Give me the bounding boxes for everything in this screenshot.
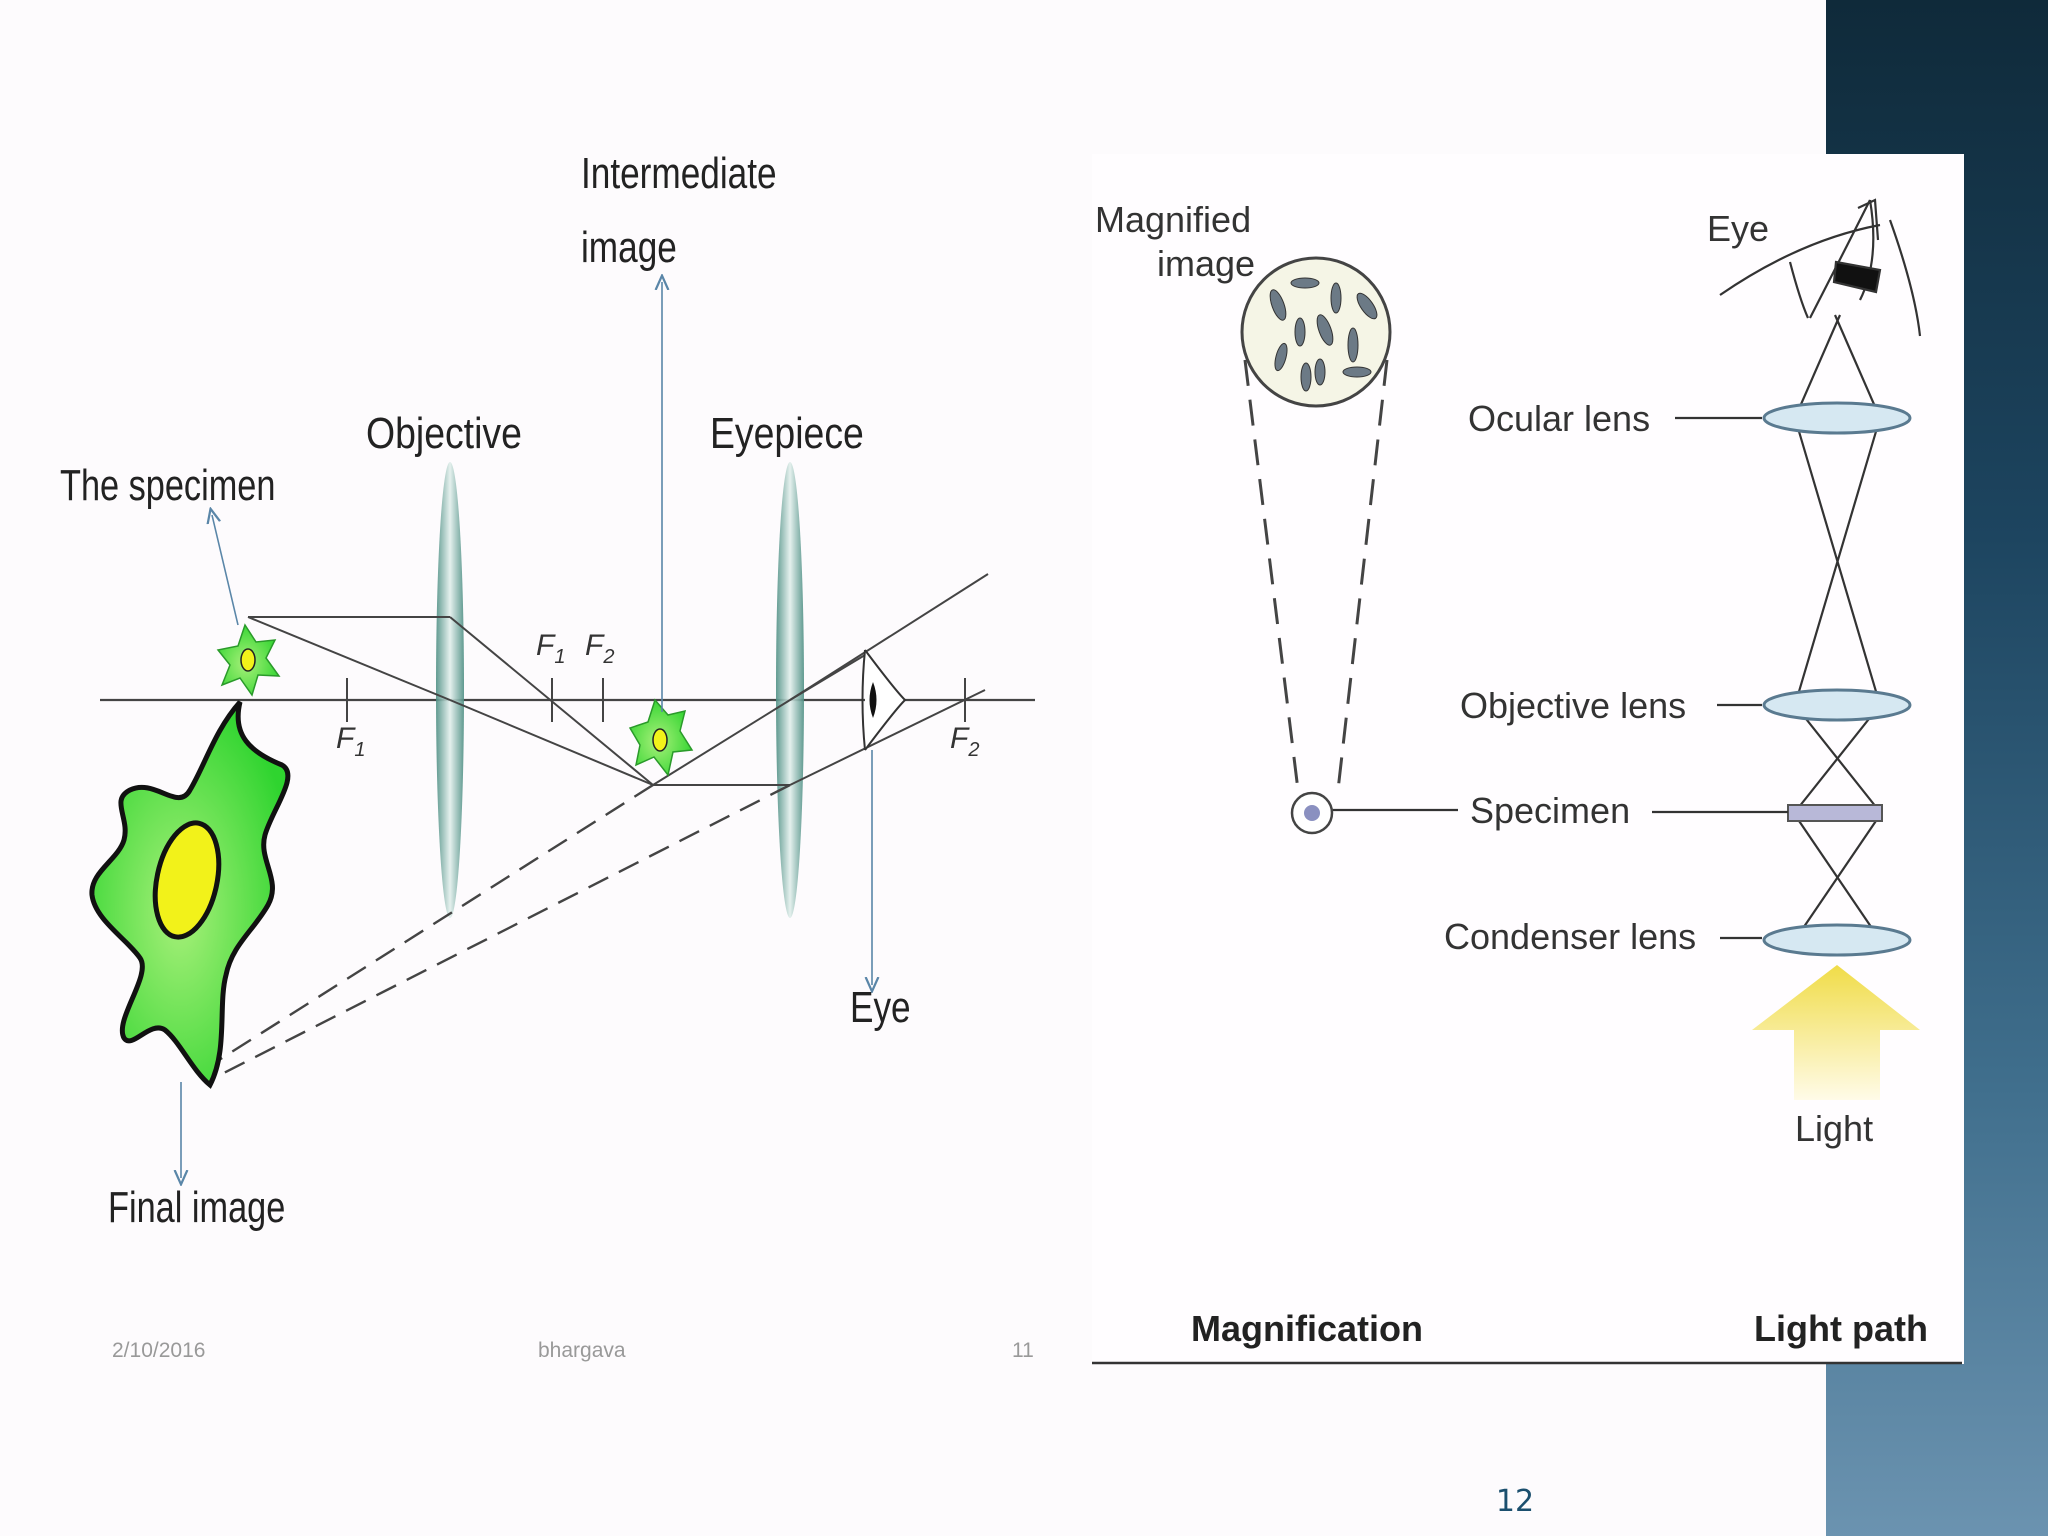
intermediate-label-line2: image [581,223,677,272]
objective-lens-label: Objective lens [1460,685,1686,726]
footer-page: 11 [1012,1339,1034,1362]
f1-label: F1 [336,722,365,761]
eye-icon [861,649,907,751]
slide-page-number: 12 [1495,1484,1535,1519]
label-pointer-lines [1333,416,1788,940]
specimen-dot [1290,791,1334,835]
specimen-label: The specimen [60,461,275,510]
condenser-lens-shape [1762,923,1912,957]
specimen-label-right: Specimen [1470,790,1630,831]
intermediate-label-line1: Intermediate [581,149,777,198]
magnified-label-line1: Magnified [1095,199,1251,240]
intermediate-image-cell [628,698,694,777]
eye-label: Eye [850,983,911,1032]
specimen-slide [1787,804,1883,822]
eye-sketch-icon [1719,198,1922,337]
objective-label: Objective [366,408,522,458]
light-path-heading: Light path [1754,1308,1928,1349]
f2-prime-label: F2 [950,722,979,761]
right-panel-background [1092,154,1964,1364]
magnified-image-circle [1240,256,1392,408]
right-eye-label: Eye [1707,208,1769,249]
virtual-rays [199,783,791,1082]
focal-ticks [346,678,966,722]
magnification-heading: Magnification [1191,1308,1423,1349]
magnified-label-line2: image [1157,243,1255,284]
specimen-cell [216,623,281,697]
magnification-cone [1243,359,1389,791]
ocular-lens-label: Ocular lens [1468,398,1650,439]
condenser-lens-label: Condenser lens [1444,916,1696,957]
specimen-arrow [212,515,239,626]
f1-prime-label: F1 [536,629,565,668]
objective-lens-shape [1762,688,1912,722]
right-microscope-diagram: Magnified image Eye Ocular lens Objectiv… [1092,198,1962,1365]
eyepiece-lens [776,462,804,918]
eyepiece-label: Eyepiece [710,408,864,458]
ocular-lens-shape [1762,401,1912,435]
f2-label: F2 [585,629,614,668]
light-path-rays [1793,314,1882,941]
footer-date: 2/10/2016 [112,1339,205,1362]
light-arrow [1752,965,1920,1100]
footer-author: bhargava [538,1339,626,1362]
light-label: Light [1795,1108,1873,1149]
objective-lens [436,462,464,918]
left-microscope-diagram: Intermediate image Objective Eyepiece Th… [60,149,1035,1362]
final-image-cell [89,700,291,1089]
final-image-label: Final image [108,1183,285,1232]
